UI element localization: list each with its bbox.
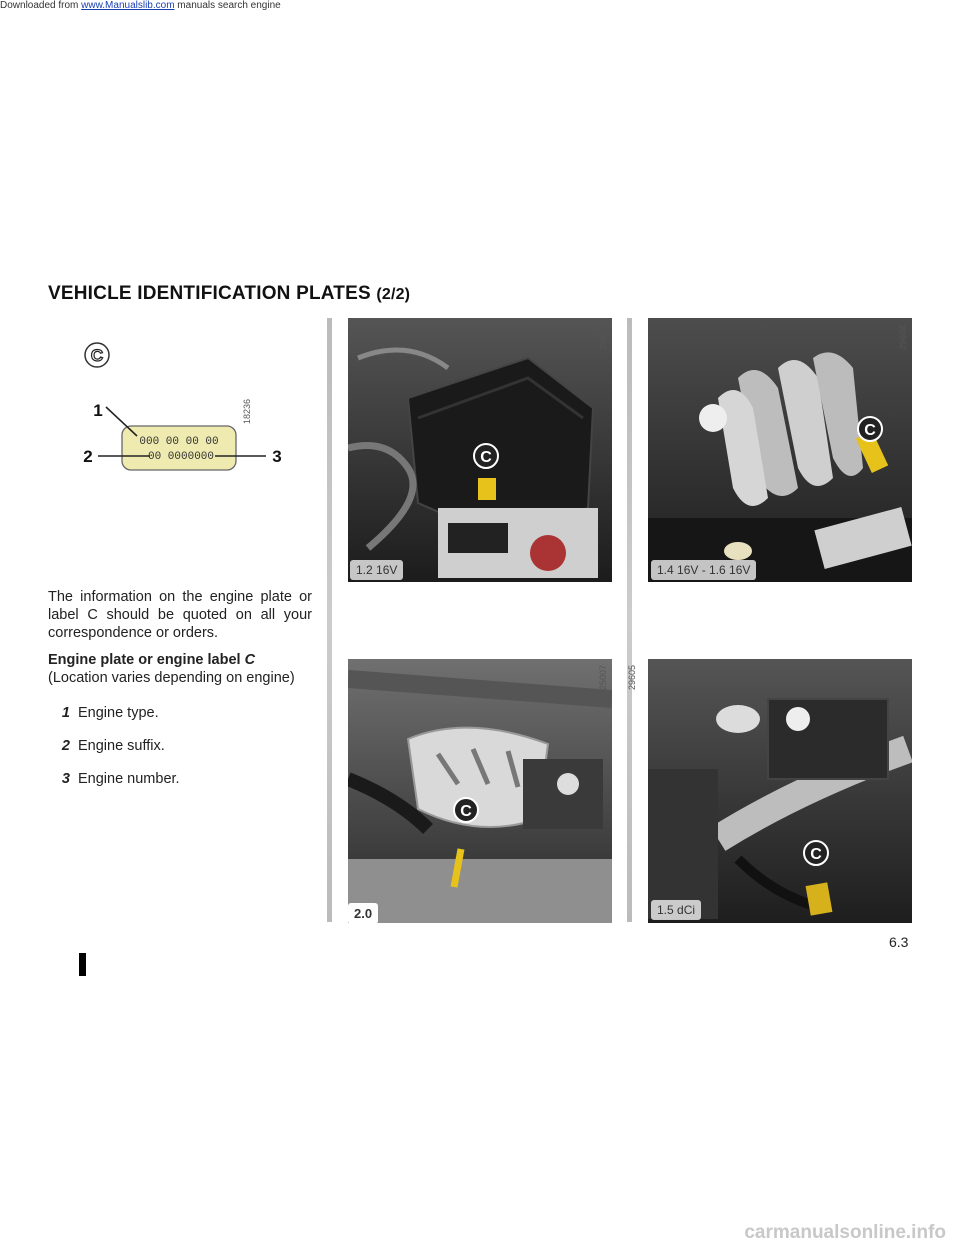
photo-ref-4: 29605 — [627, 664, 637, 690]
callout-1: 1 — [93, 401, 102, 420]
manualslib-link[interactable]: www.Manualslib.com — [81, 0, 175, 11]
edge-mark — [79, 953, 86, 976]
photo-caption-1: 1.2 16V — [350, 560, 404, 580]
plate-line-1: 000 00 00 00 — [139, 436, 218, 448]
footer-watermark: carmanualsonline.info — [744, 1222, 946, 1243]
photo-caption-4: 1.5 dCi — [651, 900, 702, 920]
column-divider — [627, 318, 632, 922]
callout-2: 2 — [83, 447, 92, 466]
engine-plate-heading: Engine plate or engine label C — [48, 652, 256, 668]
download-banner: Downloaded from www.Manualslib.com manua… — [0, 0, 281, 11]
page-number: 6.3 — [889, 934, 909, 950]
engine-photo-3 — [348, 659, 612, 923]
marker-c-icon: C — [803, 840, 829, 871]
engine-photo-1 — [348, 318, 612, 582]
svg-text:C: C — [864, 422, 876, 439]
page-title: VEHICLE IDENTIFICATION PLATES (2/2) — [48, 283, 411, 304]
svg-text:C: C — [480, 449, 492, 466]
photo-caption-3: 2.0 — [348, 903, 379, 924]
marker-c-icon: C — [857, 416, 883, 447]
photo-ref-3: 25007 — [598, 664, 608, 690]
intro-text: The information on the engine plate or l… — [48, 589, 312, 641]
callout-3: 3 — [272, 447, 281, 466]
photo-ref-1: 29607 — [598, 324, 608, 350]
marker-c-icon: C — [473, 443, 499, 474]
marker-c-icon: C — [453, 797, 479, 828]
engine-photo-2 — [648, 318, 912, 582]
engine-label-diagram: C 000 00 00 00 00 0000000 1 2 3 — [60, 330, 290, 480]
photo-caption-2: 1.4 16V - 1.6 16V — [651, 560, 757, 580]
svg-text:C: C — [810, 846, 822, 863]
plate-line-2: 00 0000000 — [148, 451, 214, 463]
diagram-letter: C — [91, 346, 103, 365]
diagram-ref: 18236 — [242, 398, 252, 424]
location-note: (Location varies depending on engine) — [48, 670, 295, 686]
engine-photo-4 — [648, 659, 912, 923]
page-subtitle: (2/2) — [376, 286, 411, 303]
column-divider — [327, 318, 332, 922]
svg-text:C: C — [460, 803, 472, 820]
photo-ref-2: 29604 — [898, 324, 908, 350]
